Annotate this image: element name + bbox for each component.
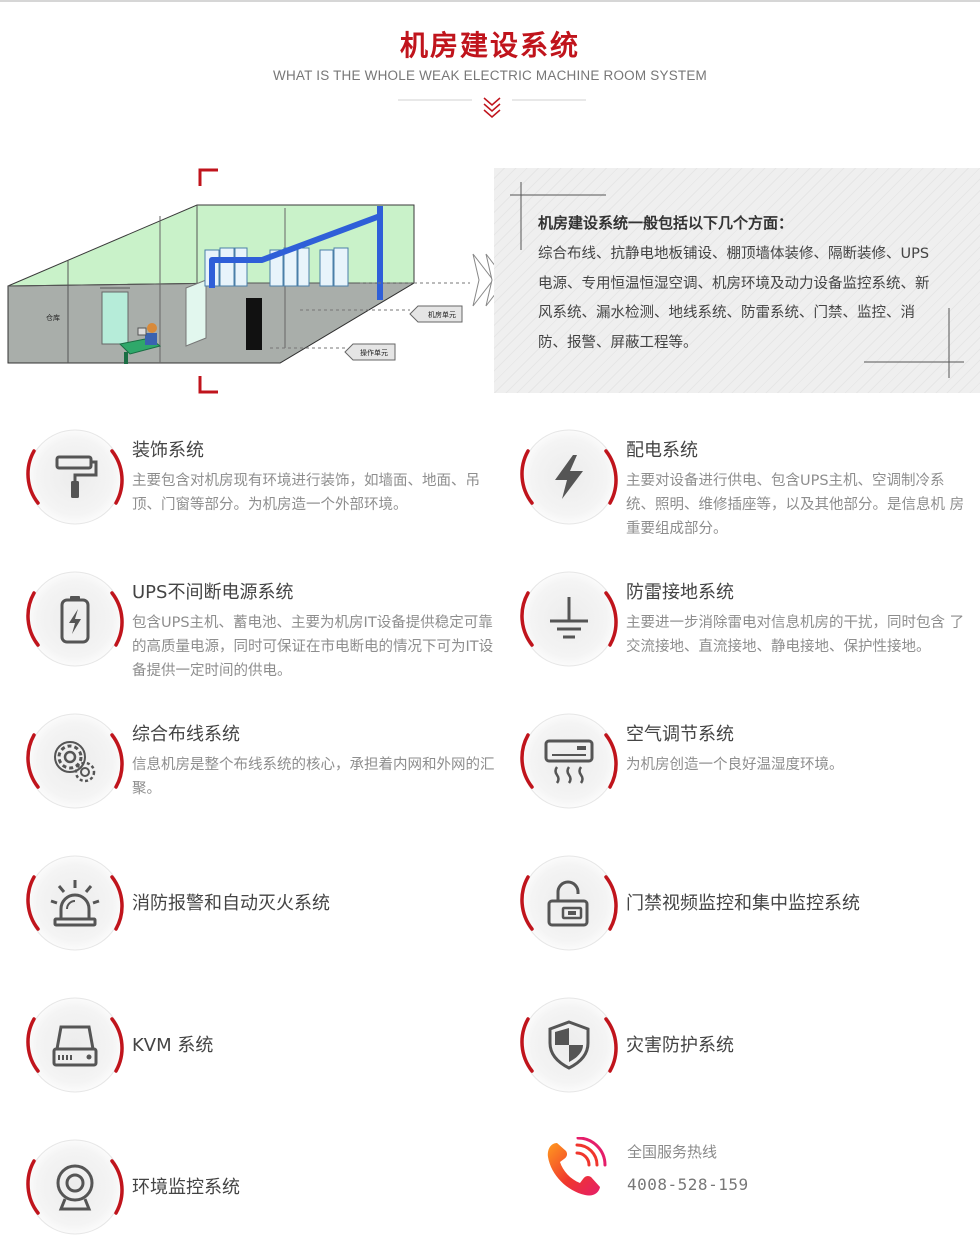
feature-lightning-grounding: 防雷接地系统 主要进一步消除雷电对信息机房的干扰，同时包含 了交流接地、直流接地… (519, 569, 975, 679)
page-title: 机房建设系统 (399, 29, 580, 62)
machine-room-diagram: 机房单元 操作单元 仓库 (0, 168, 507, 396)
feature-title: 消防报警和自动灭火系统 (132, 893, 330, 914)
description-body: 综合布线、抗静电地板铺设、棚顶墙体装修、隔断装修、UPS电源、专用恒温恒湿空调、… (538, 246, 930, 351)
feature-access-control: 门禁视频监控和集中监控系统 (519, 853, 975, 963)
feature-environment-monitoring: 环境监控系统 (25, 1137, 515, 1247)
feature-cabling: 综合布线系统 信息机房是整个布线系统的核心，承担着内网和外网的汇聚。 (25, 711, 515, 821)
feature-title: 空气调节系统 (626, 724, 734, 745)
lightning-icon (555, 455, 583, 499)
machine-unit-label: 机房单元 (428, 310, 456, 319)
kvm-server-icon (52, 1025, 98, 1067)
operation-unit-label: 操作单元 (360, 348, 388, 357)
feature-title: KVM 系统 (132, 1035, 214, 1056)
ground-icon (550, 597, 588, 639)
air-conditioner-icon (544, 739, 594, 784)
chevron-down-icon (398, 97, 586, 118)
feature-title: 综合布线系统 (132, 724, 240, 745)
description-title: 机房建设系统一般包括以下几个方面： (538, 214, 794, 232)
feature-desc: 主要进一步消除雷电对信息机房的干扰，同时包含 了交流接地、直流接地、静电接地、保… (626, 615, 965, 655)
hotline-label: 全国服务热线 (627, 1143, 718, 1161)
feature-decoration: 装饰系统 主要包含对机房现有环境进行装饰，如墙面、地面、吊顶、门窗等部分。为机房… (25, 427, 515, 537)
system-description-panel: 机房建设系统一般包括以下几个方面： 综合布线、抗静电地板铺设、棚顶墙体装修、隔断… (494, 168, 980, 393)
feature-disaster-protection: 灾害防护系统 (519, 995, 975, 1105)
feature-air-conditioning: 空气调节系统 为机房创造一个良好温湿度环境。 (519, 711, 975, 821)
hotline-number[interactable]: 4008-528-159 (627, 1175, 749, 1194)
feature-desc: 主要对设备进行供电、包含UPS主机、空调制冷系 统、照明、维修插座等，以及其他部… (626, 473, 965, 537)
feature-title: UPS不间断电源系统 (132, 582, 294, 603)
feature-title: 配电系统 (626, 440, 698, 461)
feature-desc: 包含UPS主机、蓄电池、主要为机房IT设备提供稳定可靠的高质量电源，同时可保证在… (132, 615, 494, 679)
feature-title: 灾害防护系统 (626, 1035, 734, 1056)
hero-section: 机房单元 操作单元 仓库 机房建设系统一般包括以下几个方面： 综合布线、抗静电地… (0, 168, 980, 396)
battery-icon (60, 596, 90, 644)
feature-title: 环境监控系统 (132, 1177, 240, 1198)
webcam-icon (56, 1164, 94, 1211)
unlock-icon (547, 880, 589, 927)
top-divider (0, 0, 980, 2)
feature-fire-alarm: 消防报警和自动灭火系统 (25, 853, 515, 963)
feature-title: 装饰系统 (132, 440, 204, 461)
feature-power-distribution: 配电系统 主要对设备进行供电、包含UPS主机、空调制冷系 统、照明、维修插座等，… (519, 427, 975, 537)
feature-desc: 主要包含对机房现有环境进行装饰，如墙面、地面、吊顶、门窗等部分。为机房造一个外部… (132, 473, 480, 513)
gears-icon (54, 741, 96, 783)
feature-title: 门禁视频监控和集中监控系统 (626, 893, 860, 914)
alarm-light-icon (50, 880, 100, 927)
feature-title: 防雷接地系统 (626, 582, 734, 603)
shield-icon (548, 1020, 590, 1070)
feature-desc: 信息机房是整个布线系统的核心，承担着内网和外网的汇聚。 (132, 757, 495, 797)
phone-icon (547, 1137, 607, 1196)
feature-kvm: KVM 系统 (25, 995, 515, 1105)
feature-desc: 为机房创造一个良好温湿度环境。 (626, 757, 844, 773)
warehouse-label: 仓库 (46, 313, 60, 322)
page-subtitle: WHAT IS THE WHOLE WEAK ELECTRIC MACHINE … (273, 68, 707, 83)
feature-ups: UPS不间断电源系统 包含UPS主机、蓄电池、主要为机房IT设备提供稳定可靠的高… (25, 569, 515, 679)
paint-roller-icon (55, 455, 98, 498)
